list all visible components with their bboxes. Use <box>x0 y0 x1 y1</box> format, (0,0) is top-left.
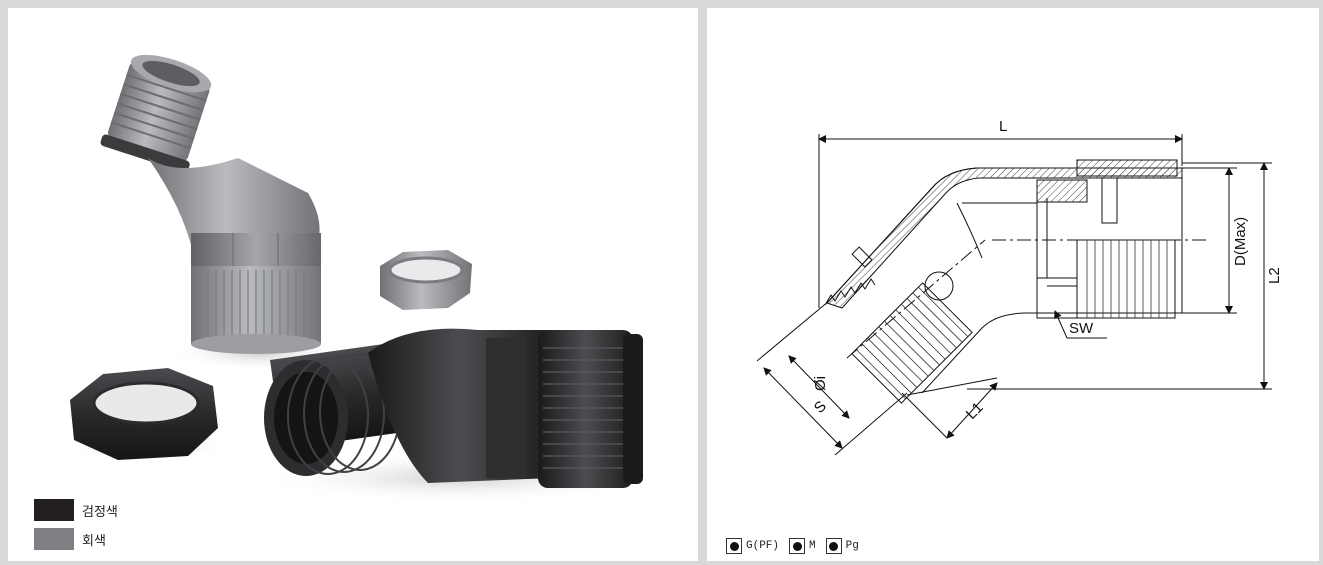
legend-swatch <box>34 499 74 521</box>
dim-line-L1 <box>906 377 998 396</box>
ribbed-nut <box>1076 239 1176 319</box>
thread-label: Pg <box>845 540 859 552</box>
label-sw: SW <box>1069 320 1094 337</box>
dim-line-L1-arrow <box>946 382 998 439</box>
legend-item-gray: 회색 <box>34 528 106 550</box>
thread-type-legend: G(PF) M Pg <box>726 538 865 554</box>
product-photo-panel: 검정색 회색 <box>8 8 698 561</box>
black-elbow-fitting <box>264 328 643 488</box>
label-d-max: D(Max) <box>1232 217 1249 266</box>
legend-label: 회색 <box>82 532 106 548</box>
black-lock-nut <box>70 368 218 460</box>
sw-leader <box>1054 310 1068 339</box>
thread-label: M <box>809 540 816 552</box>
dim-line-S <box>763 367 843 449</box>
threaded-nozzle <box>851 282 973 404</box>
thread-label: G(PF) <box>746 540 780 552</box>
label-s: S <box>811 398 830 417</box>
dot-icon <box>792 541 802 551</box>
checkbox-pg[interactable] <box>825 538 842 554</box>
gray-elbow-fitting <box>100 54 321 354</box>
technical-drawing-panel: L D(Max) L2 SW Øi S L1 G(PF) M Pg <box>707 8 1319 561</box>
hatched-shell <box>826 167 1183 309</box>
dot-icon <box>829 541 839 551</box>
checkbox-m[interactable] <box>789 538 806 554</box>
technical-drawing: L D(Max) L2 SW Øi S L1 <box>756 118 1283 456</box>
legend-swatch <box>34 528 74 550</box>
body-outline <box>826 167 1183 394</box>
label-l1: L1 <box>963 399 987 423</box>
label-L: L <box>999 118 1007 135</box>
label-L2: L2 <box>1266 267 1283 284</box>
dim-line-phi-i <box>788 355 850 419</box>
legend-label: 검정색 <box>82 503 118 519</box>
gray-lock-nut <box>380 250 472 310</box>
product-image <box>68 54 658 504</box>
label-phi-i: Øi <box>812 376 829 391</box>
checkbox-g-pf[interactable] <box>726 538 742 554</box>
dot-icon <box>729 541 739 551</box>
legend-item-black: 검정색 <box>34 499 118 521</box>
